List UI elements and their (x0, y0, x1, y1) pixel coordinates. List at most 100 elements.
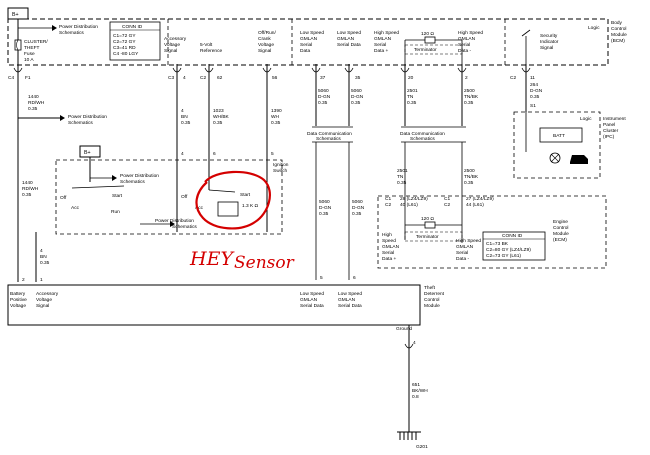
bcm-name-4: (BCM) (611, 38, 625, 44)
m-w1440c: 0.35 (22, 192, 32, 198)
ls2-label-2: GMLAN (337, 36, 355, 42)
w4a: 4 (181, 108, 184, 114)
pin-c3-4: 4 (183, 75, 186, 81)
tdm-module: 2 1 5 6 Battery Positive Voltage Accesso… (7, 275, 445, 450)
sec-label-2: Indicator (540, 39, 559, 45)
ecm-module: C1 C2 28 (LZ4/LZ9) 40 (L61) C1 C2 27 (LZ… (377, 195, 607, 269)
w5060f: 0.35 (351, 100, 361, 106)
ign-name-1: Ignition (273, 162, 289, 168)
orc-label-2: Crank (258, 36, 271, 42)
w5060b: D-GN (318, 94, 331, 100)
red-circle-mark (195, 170, 271, 230)
ecm-name-3: Module (553, 231, 569, 237)
pin-11: 11 (530, 75, 535, 81)
ecm-p44: 44 (L61) (466, 202, 484, 208)
ign-run: Run (111, 209, 120, 215)
ign-bplus: B+ (84, 150, 91, 156)
m-w2500a: 2500 (464, 168, 475, 174)
tdm-avs-2: Voltage (36, 297, 52, 303)
ipc-batt-box (539, 127, 583, 143)
tdm-bpv-2: Positive (10, 297, 27, 303)
tdm-bpv-1: Battery (10, 291, 26, 297)
ipc-name-3: Cluster (603, 128, 619, 134)
bcm-name-3: Module (611, 32, 627, 38)
handwriting-line-1: HEY (189, 248, 235, 270)
ipc-logic: Logic (580, 116, 592, 122)
tdm-p4: 4 (413, 340, 416, 346)
ign-pd4: Schematics (172, 224, 197, 230)
ecm-hs2-1: High Speed (456, 238, 481, 244)
w2501a: 2501 (407, 88, 418, 94)
ipc-name-2: Panel (603, 122, 615, 128)
w2501b: TN (407, 94, 414, 100)
pin-f1: F1 (25, 75, 31, 81)
bcm-conn-id-box (109, 21, 161, 61)
ign-off: Off (60, 195, 67, 201)
m-w5060b: D-GN (319, 205, 332, 211)
m-w2501c: 0.35 (397, 180, 407, 186)
tdm-p6: 6 (353, 275, 356, 281)
ecm-hs1-1: High (382, 232, 392, 238)
w1390b: WH (271, 114, 280, 120)
ecm-hs2-2: GMLAN (456, 244, 474, 250)
tdm-name-1: Theft (424, 285, 436, 291)
w2500a: 2500 (464, 88, 475, 94)
w264b: D-GN (530, 88, 543, 94)
ign-name-2: Switch (273, 168, 287, 174)
ls1-label-4: Data (300, 48, 310, 54)
handwriting-line-2: Sensor (234, 253, 295, 273)
ecm-terminator-resistor (424, 221, 436, 229)
dcs-label-1a: Data Communication (307, 131, 352, 137)
hs2-label-3: Serial (458, 42, 470, 48)
tdm-avs-3: Signal (36, 303, 49, 309)
ecm-hs1-3: GMLAN (382, 244, 400, 250)
ecm-hs1-2: Speed (382, 238, 396, 244)
pin-c4: C4 (8, 75, 14, 81)
tdm-ls1-1: Low Speed (300, 291, 324, 297)
ipc-batt: BATT (553, 133, 565, 139)
tdm-avs-1: Accessory (36, 291, 59, 297)
handwritten-annotation: HEY Sensor (189, 170, 295, 273)
ecm-c1b: C1 (444, 196, 450, 202)
fuse-label-4: 10 A (24, 57, 34, 63)
acc-label-2: Voltage (164, 42, 180, 48)
ign-resistance: 1.3 K Ω (242, 203, 259, 209)
hs1-label-1: High Speed (374, 30, 399, 36)
ls1-label-1: Low Speed (300, 30, 324, 36)
ecm-conn-line-3: C2=73 GY (L61) (486, 253, 521, 259)
dcs-label-1b: Schematics (316, 136, 341, 142)
fuse-symbol (14, 39, 22, 51)
ign-pd2: Schematics (120, 179, 145, 185)
dcs-label-2a: Data Communication (400, 131, 445, 137)
w2500b: TN/BK (464, 94, 479, 100)
bcm-name-2: Control (611, 26, 626, 32)
connector-pins-top: C4 F1 C3 4 C2 62 56 37 35 20 2 C2 11 (8, 75, 535, 81)
ign-p4: 4 (181, 151, 184, 157)
bcm-terminator-label: Terminator (414, 47, 437, 53)
pd-ref-2: Schematics (59, 30, 84, 36)
bcm-conn-line-3: C3=41 RD (113, 45, 136, 51)
pin-56: 56 (272, 75, 278, 81)
tdm-w651a: 651 (412, 382, 420, 388)
orc-label-4: Signal (258, 48, 271, 54)
w5060e: D-GN (351, 94, 364, 100)
ecm-hs1-4: Serial (382, 250, 394, 256)
tdm-ground: Ground (396, 326, 412, 332)
tdm-name-4: Module (424, 303, 440, 309)
m-w4a: 4 (40, 248, 43, 254)
orc-label-3: Voltage (258, 42, 274, 48)
fuse-label-3: Fuse (24, 51, 35, 57)
m-w2501a: 2501 (397, 168, 408, 174)
m-w5060d: 5060 (352, 199, 363, 205)
bcm-terminator-ohms: 120 Ω (421, 31, 434, 37)
wires-top (17, 64, 527, 282)
w264a: 264 (530, 82, 538, 88)
v5-label-1: 5-Volt (200, 42, 213, 48)
ecm-c1a: C1 (385, 196, 391, 202)
ipc-name-1: Instrument (603, 116, 626, 122)
w1023a: 1023 (213, 108, 224, 114)
hs1-label-3: Serial (374, 42, 386, 48)
ign-start: Start (112, 193, 123, 199)
ign-acc2: Acc (195, 205, 204, 211)
